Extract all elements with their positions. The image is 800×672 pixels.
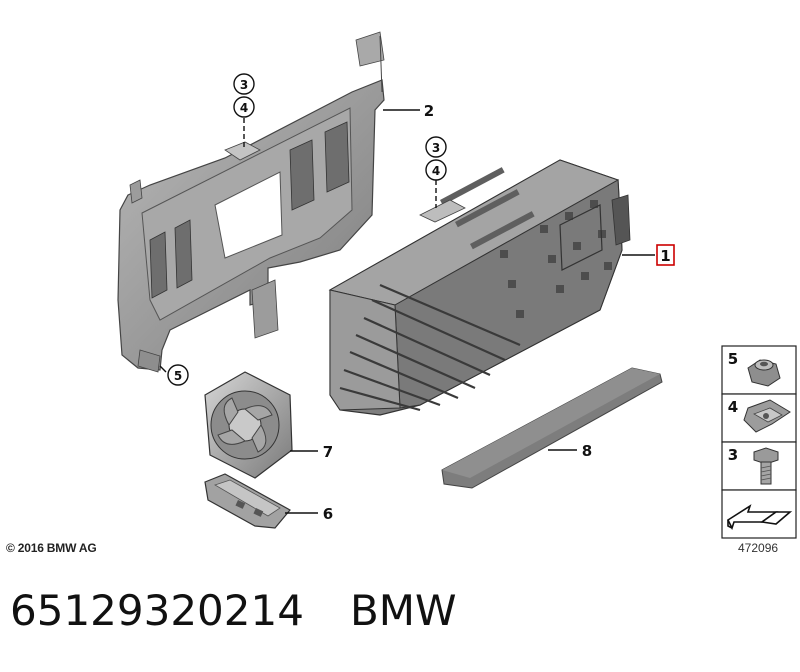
callout-1-label: 1: [660, 247, 670, 265]
legend-item-nut[interactable]: 5: [728, 350, 781, 387]
legend-panel: 5 4 3: [721, 345, 797, 539]
legend-item-bolt[interactable]: 3: [728, 446, 779, 485]
callout-3-right-label: 3: [432, 141, 440, 155]
callout-6[interactable]: 6: [323, 505, 333, 523]
legend-4-label: 4: [728, 398, 738, 416]
callout-8[interactable]: 8: [582, 442, 592, 460]
callout-3-top[interactable]: 3: [233, 73, 255, 95]
callout-7[interactable]: 7: [323, 443, 333, 461]
pad-part-8: [441, 367, 663, 489]
callout-4-right-label: 4: [432, 164, 440, 178]
callout-5[interactable]: 5: [167, 364, 189, 386]
fan-part-7: [204, 371, 293, 479]
legend-item-arrow[interactable]: [726, 504, 793, 531]
nut-icon: [747, 359, 781, 387]
legend-5-label: 5: [728, 350, 738, 368]
brand-name: BMW: [349, 586, 457, 635]
amplifier-part-1: [328, 159, 631, 416]
callout-4-right[interactable]: 4: [425, 159, 447, 181]
clip-nut-icon: [743, 399, 791, 433]
bracket-part-2: [117, 31, 385, 373]
callout-1[interactable]: 1: [656, 244, 675, 266]
callout-2-label: 2: [424, 102, 434, 120]
clip-part-6: [204, 473, 291, 529]
callout-6-label: 6: [323, 505, 333, 523]
part-title: 65129320214 BMW: [10, 586, 457, 635]
leader-lines: [159, 109, 655, 514]
callout-3-top-label: 3: [240, 78, 248, 92]
arrow-icon: [726, 504, 793, 531]
callout-7-label: 7: [323, 443, 333, 461]
callout-4-top-label: 4: [240, 101, 248, 115]
part-number: 65129320214: [10, 586, 304, 635]
callout-2[interactable]: 2: [424, 102, 434, 120]
legend-3-label: 3: [728, 446, 738, 464]
callout-5-label: 5: [174, 369, 182, 383]
copyright-text: © 2016 BMW AG: [6, 541, 97, 555]
callout-8-label: 8: [582, 442, 592, 460]
callout-3-right[interactable]: 3: [425, 136, 447, 158]
bolt-icon: [753, 447, 779, 485]
diagram-number: 472096: [738, 541, 779, 555]
callout-4-top[interactable]: 4: [233, 96, 255, 118]
legend-item-clip-nut[interactable]: 4: [728, 398, 791, 433]
